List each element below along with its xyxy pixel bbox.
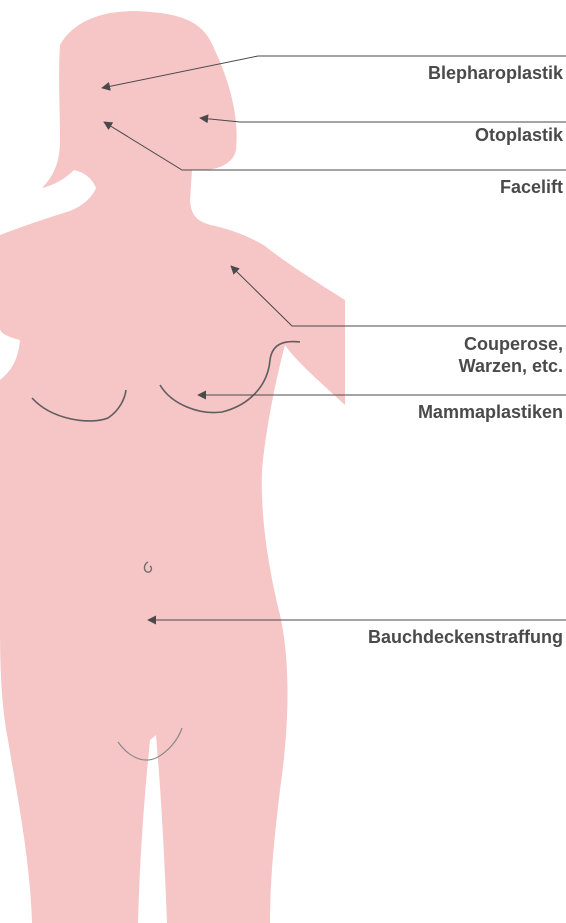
label-facelift[interactable]: Facelift [500,176,563,198]
label-mammaplastiken[interactable]: Mammaplastiken [418,401,563,423]
label-bauchdeckenstraffung[interactable]: Bauchdeckenstraffung [368,626,563,648]
label-couperose-line2: Warzen, etc. [459,355,563,377]
leader-otoplastik [200,118,566,122]
label-couperose[interactable]: Couperose, Warzen, etc. [459,333,563,377]
label-blepharoplastik[interactable]: Blepharoplastik [428,62,563,84]
body-silhouette [0,11,345,923]
label-couperose-line1: Couperose, [459,333,563,355]
label-otoplastik[interactable]: Otoplastik [475,124,563,146]
